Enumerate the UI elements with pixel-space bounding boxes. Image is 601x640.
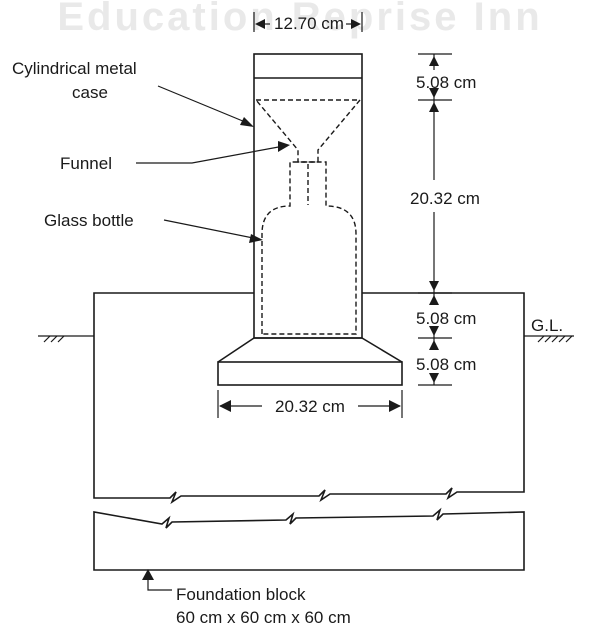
dim-text-case-diameter: 12.70 cm (274, 14, 344, 33)
dim-text-top-section: 5.08 cm (416, 73, 476, 92)
dim-vertical-chain (418, 53, 452, 386)
dim-base-width (217, 390, 403, 418)
glass-bottle-shape (261, 161, 357, 335)
leader-bottle (163, 219, 263, 243)
watermark-text: Education Reprise Inn (57, 0, 542, 39)
leader-funnel (136, 141, 290, 164)
funnel-shape (254, 99, 362, 163)
ground-hatch-left (38, 335, 94, 343)
dim-text-base-width: 20.32 cm (275, 397, 345, 416)
label-ground-level: G.L. (531, 316, 563, 335)
label-case-line2: case (72, 83, 108, 102)
leader-case (157, 85, 254, 127)
label-funnel: Funnel (60, 154, 112, 173)
metal-case (253, 53, 363, 339)
label-glass-bottle: Glass bottle (44, 211, 134, 230)
leader-foundation (142, 569, 172, 591)
case-base (217, 337, 403, 386)
label-foundation-line1: Foundation block (176, 585, 306, 604)
label-foundation-line2: 60 cm x 60 cm x 60 cm (176, 608, 351, 627)
label-case-line1: Cylindrical metal (12, 59, 137, 78)
dim-text-above-ground: 5.08 cm (416, 309, 476, 328)
foundation-block (93, 292, 525, 571)
ground-hatch-right (524, 335, 574, 343)
dim-text-middle-section: 20.32 cm (410, 189, 480, 208)
dim-case-diameter (253, 12, 363, 32)
dim-text-base-height: 5.08 cm (416, 355, 476, 374)
